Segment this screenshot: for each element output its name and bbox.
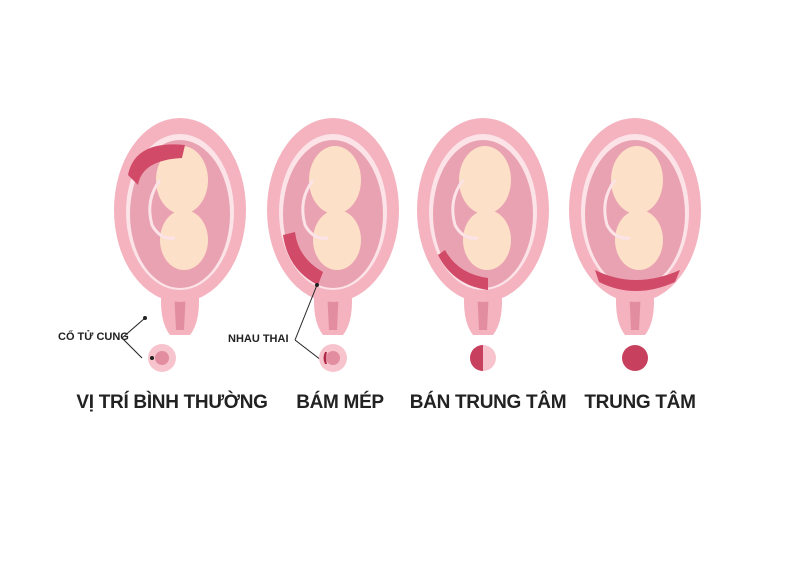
cervix-callout: CỔ TỬ CUNG (58, 331, 129, 343)
placenta (595, 270, 680, 291)
placenta (128, 144, 185, 185)
label-marginal: BÁM MÉP (296, 392, 384, 413)
uterus-normal (112, 116, 248, 372)
uterus-marginal (265, 116, 401, 372)
placenta (438, 250, 488, 290)
cervix-view (622, 345, 648, 371)
label-normal: VỊ TRÍ BÌNH THƯỜNG (76, 392, 268, 413)
placenta-callout: NHAU THAI (228, 333, 289, 345)
uterus-complete (567, 116, 703, 371)
placenta (283, 232, 323, 285)
label-complete: TRUNG TÂM (584, 392, 696, 413)
uterus-partial (415, 116, 551, 371)
label-partial: BÁN TRUNG TÂM (409, 392, 567, 413)
